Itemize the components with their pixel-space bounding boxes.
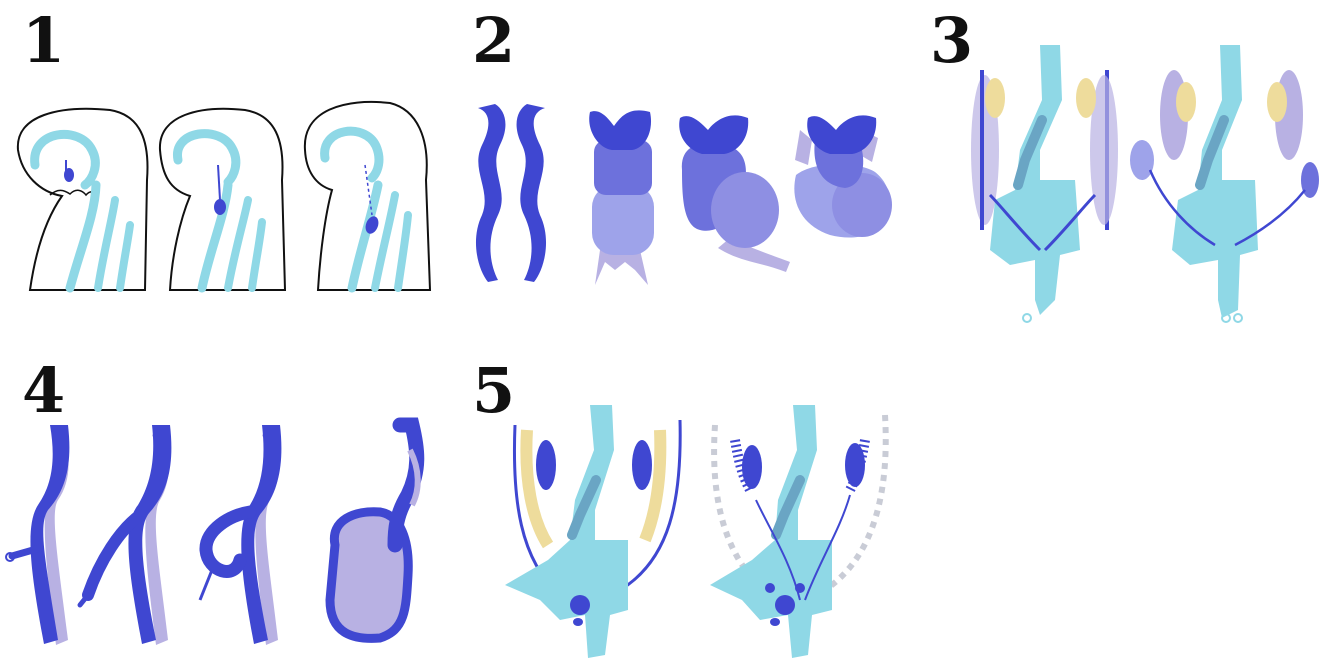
- panel-3-urogenital: [971, 45, 1319, 322]
- heart-fused-tube: [589, 110, 654, 285]
- panel-2-heart-stages: [476, 104, 892, 285]
- urogenital-figure-left: [971, 45, 1118, 322]
- embryo-stage-2: [160, 109, 285, 290]
- heart-tube-left: [476, 104, 505, 282]
- urogenital-figure-right: [1130, 45, 1319, 322]
- heart-tube-right: [517, 104, 546, 282]
- heart-looping: [679, 115, 790, 272]
- embryo-stage-3: [305, 102, 430, 290]
- gut-stage-4: [330, 425, 418, 638]
- heart-mature: [794, 115, 892, 237]
- urogenital-5-left: [505, 405, 680, 658]
- urogenital-5-right: [710, 405, 886, 658]
- gut-stage-3: [200, 425, 281, 645]
- panel-4-gut-rotation: [6, 425, 418, 645]
- gut-stage-1: [6, 425, 69, 645]
- panel-5-urogenital: [505, 405, 886, 658]
- panel-1-embryo-stages: [18, 102, 430, 290]
- gut-stage-2: [80, 425, 171, 645]
- embryo-stage-1: [18, 109, 148, 290]
